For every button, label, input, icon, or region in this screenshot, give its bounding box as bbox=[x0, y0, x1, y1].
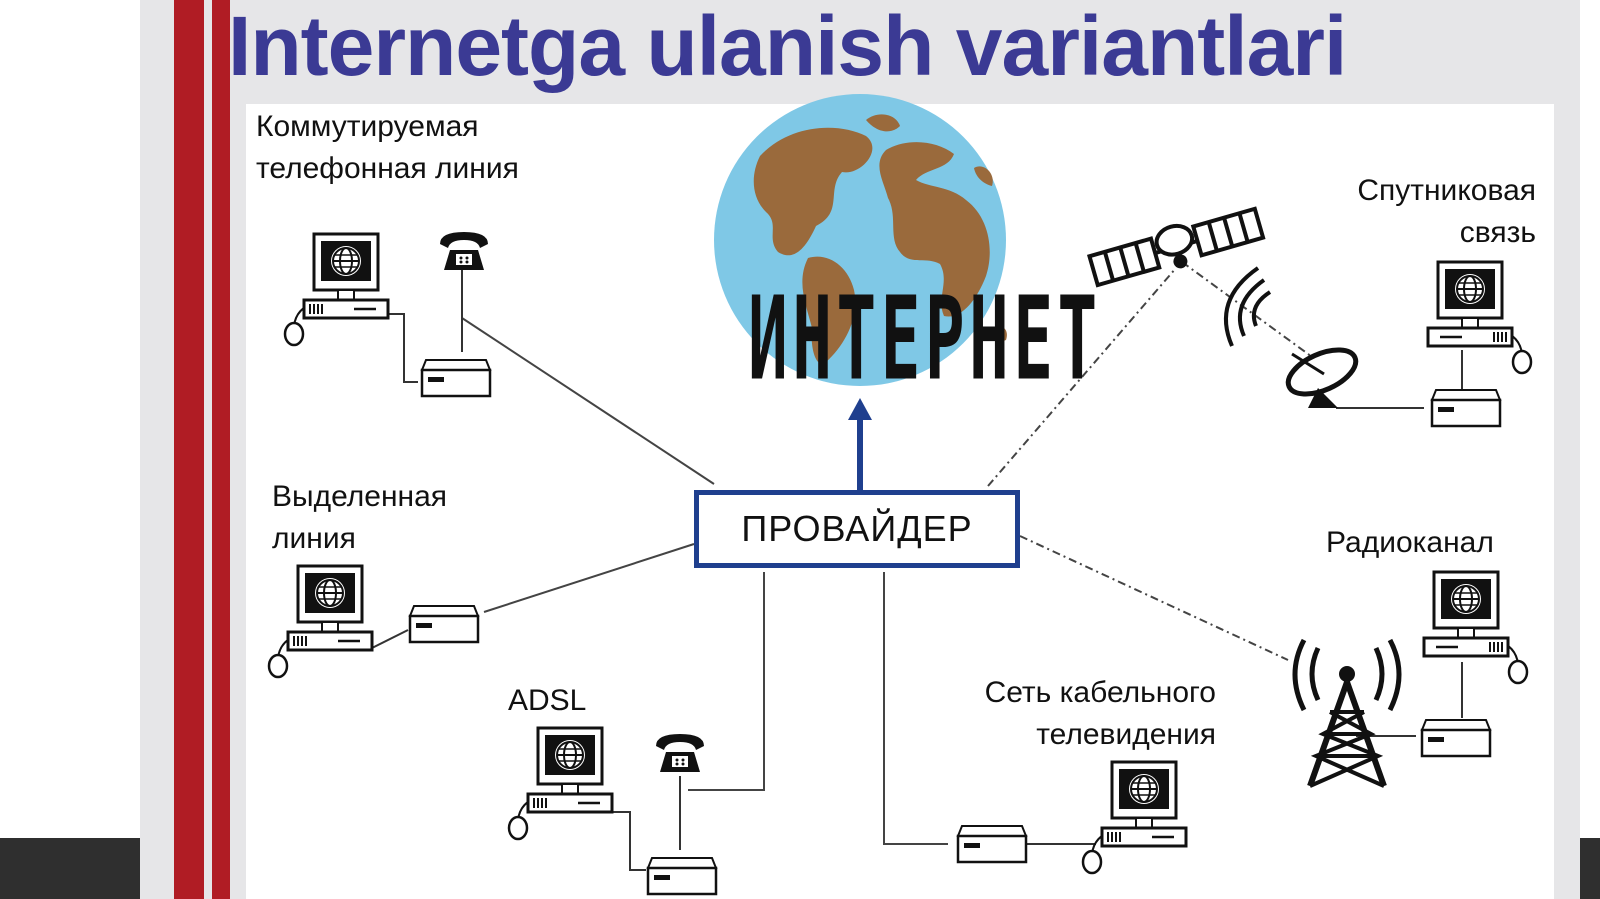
dialup-label: Коммутируемая телефонная линия bbox=[256, 106, 519, 190]
slide-title: Internetga ulanish variantlari bbox=[228, 0, 1347, 93]
satellite-label: Спутниковая связь bbox=[1300, 170, 1536, 254]
telephone-icon bbox=[440, 232, 488, 270]
accent-bar bbox=[212, 0, 230, 899]
computer-icon bbox=[1426, 260, 1533, 375]
modem-icon bbox=[420, 358, 492, 398]
modem-icon bbox=[1430, 388, 1502, 428]
leased-label-line1: Выделенная bbox=[272, 480, 448, 513]
dialup-label-line1: Коммутируемая bbox=[256, 110, 479, 143]
accent-bar bbox=[174, 0, 204, 899]
satellite-icon bbox=[1086, 206, 1266, 288]
computer-icon bbox=[283, 232, 390, 347]
leased-label-line2: линия bbox=[272, 522, 356, 555]
globe-icon bbox=[714, 94, 1007, 386]
computer-icon bbox=[1422, 570, 1529, 685]
computer-icon bbox=[267, 564, 374, 679]
satellite-label-line1: Спутниковая bbox=[1357, 174, 1536, 207]
modem-icon bbox=[956, 824, 1028, 864]
provider-label: ПРОВАЙДЕР bbox=[741, 508, 973, 549]
arrow-icon bbox=[848, 398, 872, 490]
leased-line-label: Выделенная линия bbox=[272, 476, 447, 560]
computer-icon bbox=[1081, 760, 1188, 875]
connection-lines bbox=[371, 261, 1463, 871]
cable-tv-label: Сеть кабельного телевидения bbox=[900, 672, 1216, 756]
cable-label-line1: Сеть кабельного bbox=[984, 676, 1216, 709]
satellite-label-line2: связь bbox=[1459, 216, 1536, 249]
cable-label-line2: телевидения bbox=[1036, 718, 1216, 751]
background-strip-right bbox=[1580, 838, 1600, 899]
dialup-label-line2: телефонная линия bbox=[256, 152, 519, 185]
background-strip-left bbox=[0, 838, 140, 899]
modem-icon bbox=[646, 856, 718, 896]
internet-label: ИНТЕРНЕТ bbox=[748, 272, 1102, 406]
modem-icon bbox=[408, 604, 480, 644]
computer-icon bbox=[507, 726, 614, 841]
satellite-dish-icon bbox=[1223, 266, 1359, 408]
radio-tower-icon bbox=[1292, 638, 1402, 788]
telephone-icon bbox=[656, 734, 704, 772]
provider-box: ПРОВАЙДЕР bbox=[694, 490, 1020, 568]
modem-icon bbox=[1420, 718, 1492, 758]
radio-label: Радиоканал bbox=[1326, 526, 1494, 559]
adsl-label: ADSL bbox=[508, 684, 587, 717]
